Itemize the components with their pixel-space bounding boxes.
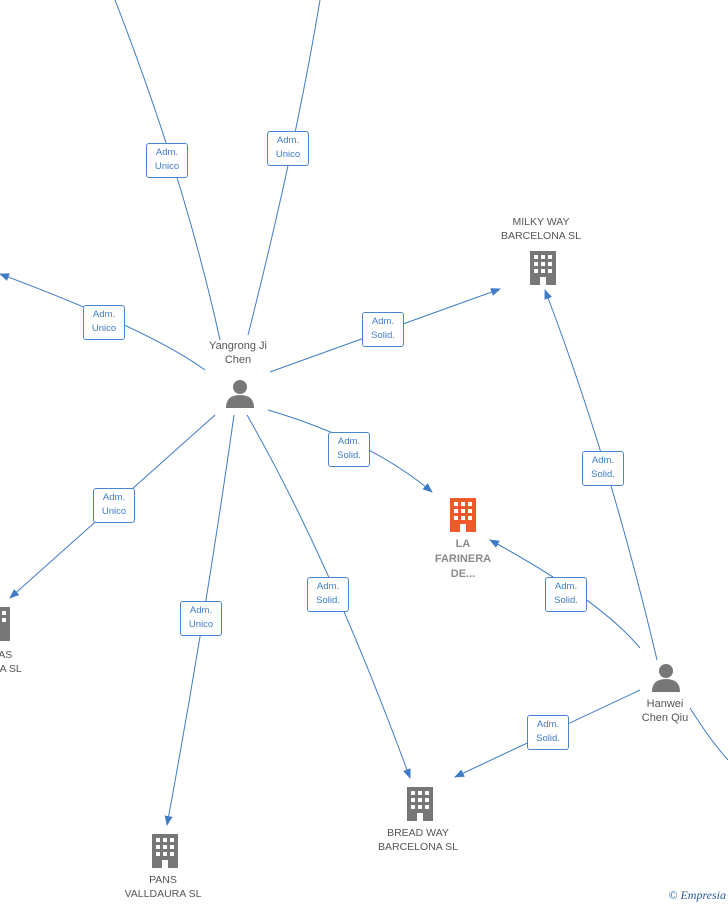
edge-label-line1: Adm. xyxy=(316,581,340,592)
edge-label-line1: Adm. xyxy=(591,455,615,466)
company-name-line1: BREAD WAY xyxy=(387,827,449,839)
edge-label-hanwei-farinera: Adm. Solid. xyxy=(545,577,587,612)
edge-label-line2: Unico xyxy=(275,149,301,160)
person-name-line1: Hanwei xyxy=(646,698,684,710)
company-pans-label[interactable]: PANS VALLDAURA SL xyxy=(103,873,223,901)
person-name-line1: Yangrong Ji xyxy=(209,340,267,352)
company-name-line2: BARCELONA SL xyxy=(501,230,581,242)
person-hanwei-label[interactable]: Hanwei Chen Qiu xyxy=(620,697,710,725)
company-name-line1: LA xyxy=(455,538,471,550)
edge-label-line2: Solid. xyxy=(337,450,361,461)
edge-label-yangrong-pas: Adm. Unico xyxy=(93,488,135,523)
edge-label-hanwei-bread: Adm. Solid. xyxy=(527,715,569,750)
watermark: © Empresia xyxy=(668,888,726,902)
person-icon[interactable] xyxy=(651,662,681,692)
building-icon[interactable] xyxy=(528,251,558,285)
person-icon[interactable] xyxy=(225,378,255,408)
edge-label-line1: Adm. xyxy=(371,316,395,327)
edge-yangrong-left xyxy=(0,273,206,371)
edge-label-line2: Unico xyxy=(101,506,127,517)
company-name-line1: MILKY WAY xyxy=(512,216,570,228)
building-icon[interactable] xyxy=(448,498,478,532)
company-milky-label[interactable]: MILKY WAY BARCELONA SL xyxy=(481,215,601,243)
edge-label-line1: Adm. xyxy=(554,581,578,592)
edge-label-hanwei-milky: Adm. Solid. xyxy=(582,451,624,486)
edge-label-yangrong-bread: Adm. Solid. xyxy=(307,577,349,612)
edge-label-yangrong-pans: Adm. Unico xyxy=(180,601,222,636)
edge-label-line2: Solid. xyxy=(554,595,578,606)
edge-label-line2: Solid. xyxy=(316,595,340,606)
building-icon[interactable] xyxy=(0,607,12,641)
edge-label-yangrong-left: Adm. Unico xyxy=(83,305,125,340)
company-name-line2: NA SL xyxy=(0,663,22,675)
company-name-line2: VALLDAURA SL xyxy=(124,888,202,900)
company-name-line3: DE... xyxy=(450,568,476,580)
edge-label-yangrong-milky: Adm. Solid. xyxy=(362,312,404,347)
edge-label-line2: Unico xyxy=(91,323,117,334)
building-icon[interactable] xyxy=(405,787,435,821)
edge-label-yangrong-top-right: Adm. Unico xyxy=(267,131,309,166)
edge-label-line1: Adm. xyxy=(92,309,116,320)
edge-label-yangrong-farinera: Adm. Solid. xyxy=(328,432,370,467)
company-farinera-label[interactable]: LA FARINERA DE... xyxy=(413,537,513,582)
edge-label-line2: Unico xyxy=(154,161,180,172)
company-bread-label[interactable]: BREAD WAY BARCELONA SL xyxy=(358,826,478,854)
edge-label-yangrong-top-left: Adm. Unico xyxy=(146,143,188,178)
edge-label-line2: Solid. xyxy=(591,469,615,480)
edge-label-line1: Adm. xyxy=(155,147,179,158)
company-name-line1: PANS xyxy=(149,874,177,886)
edge-hanwei-right xyxy=(689,707,728,761)
company-name-line1: PAS xyxy=(0,649,13,661)
edge-label-line2: Solid. xyxy=(371,330,395,341)
edge-label-line1: Adm. xyxy=(189,605,213,616)
company-name-line2: BARCELONA SL xyxy=(378,841,458,853)
person-name-line2: Chen xyxy=(224,354,252,366)
building-icon[interactable] xyxy=(150,834,180,868)
edge-label-line2: Unico xyxy=(188,619,214,630)
edge-label-line2: Solid. xyxy=(536,733,560,744)
person-name-line2: Chen Qiu xyxy=(641,712,689,724)
edge-label-line1: Adm. xyxy=(276,135,300,146)
edge-label-line1: Adm. xyxy=(102,492,126,503)
edge-label-line1: Adm. xyxy=(536,719,560,730)
company-name-line2: FARINERA xyxy=(434,553,492,565)
edge-yangrong-top-right xyxy=(247,0,321,336)
edge-label-line1: Adm. xyxy=(337,436,361,447)
person-yangrong-label[interactable]: Yangrong Ji Chen xyxy=(188,339,288,367)
company-partial-label[interactable]: PAS NA SL xyxy=(0,648,36,676)
